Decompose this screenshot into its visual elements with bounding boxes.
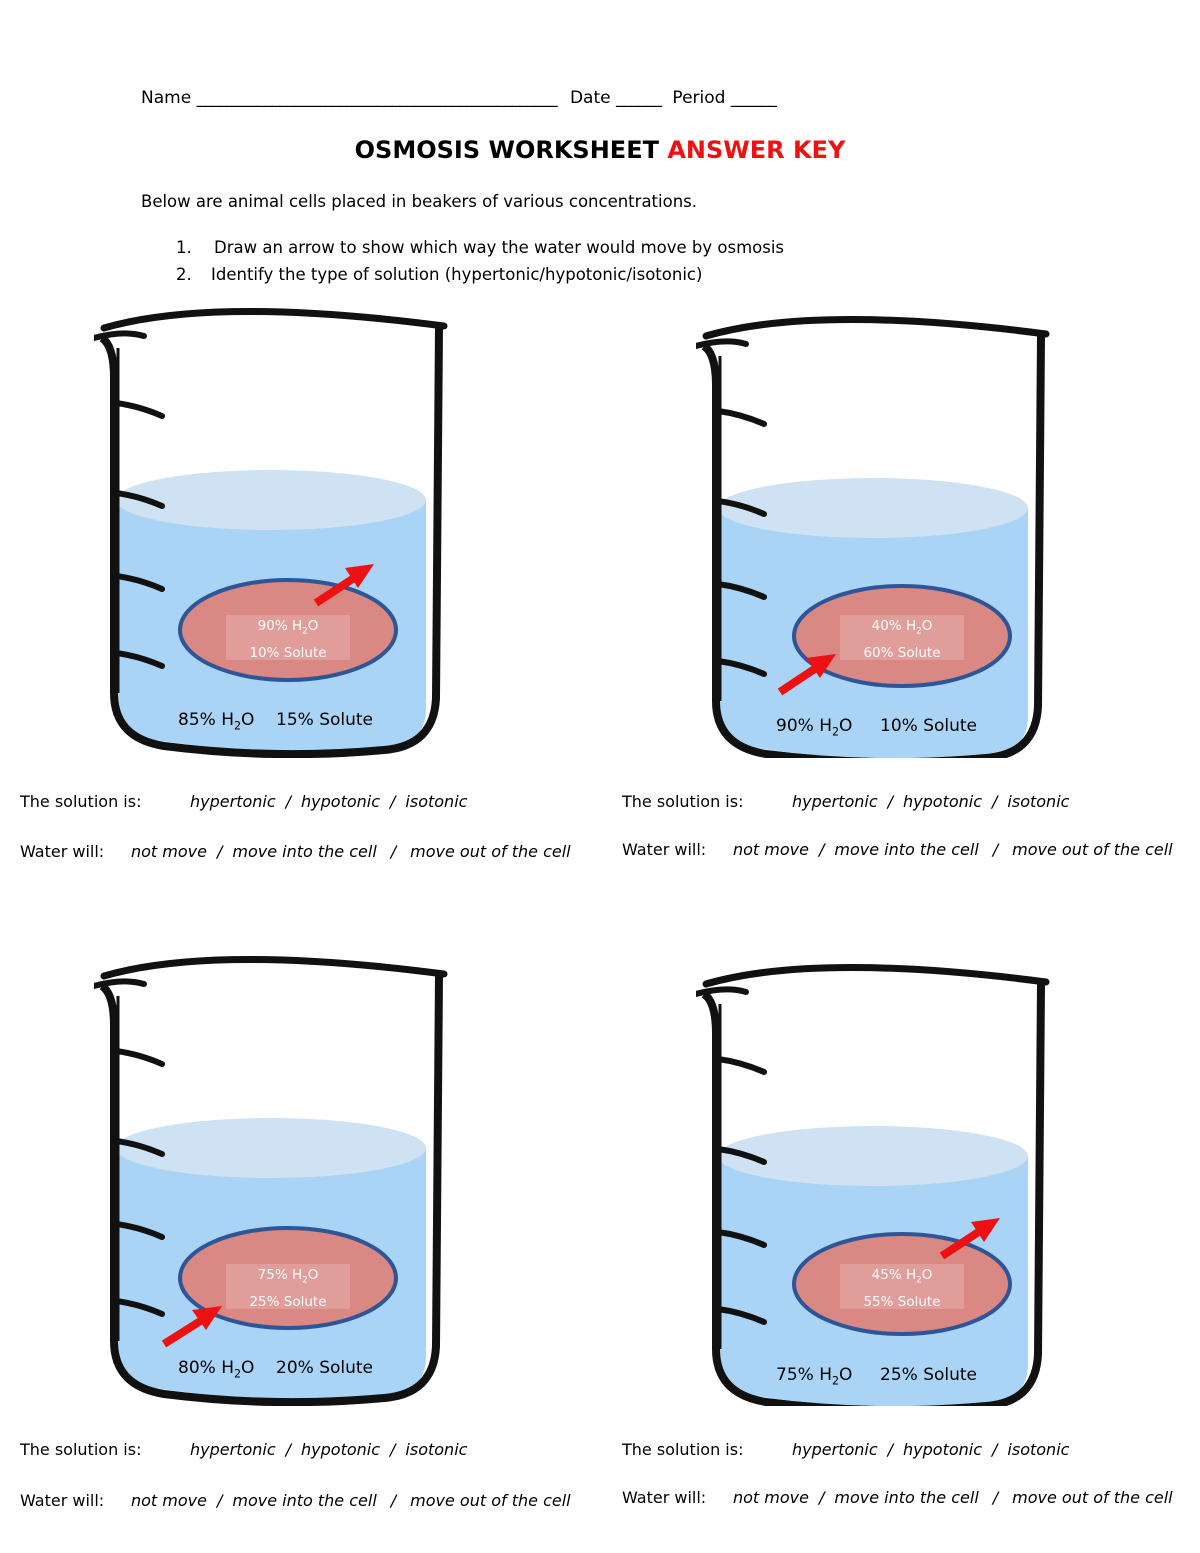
cell-shape — [792, 584, 1012, 688]
cell-concentration-label: 40% H2O 60% Solute — [840, 615, 964, 661]
option-not-move[interactable]: not move — [131, 842, 207, 861]
option-move-into[interactable]: move into the cell — [232, 1491, 377, 1510]
solution-label: The solution is: — [20, 792, 142, 811]
header-line: Name ___________________________________… — [141, 88, 777, 108]
water-label: Water will: — [622, 840, 707, 859]
option-hypertonic[interactable]: hypertonic — [792, 792, 878, 811]
arrow-icon — [777, 654, 836, 696]
water-question-3: Water will: not move/move into the cell/… — [20, 1491, 600, 1510]
beaker-1 — [94, 298, 474, 758]
water-options: not move/move into the cell/move out of … — [733, 840, 1173, 859]
solution-label: The solution is: — [622, 1440, 744, 1459]
option-not-move[interactable]: not move — [733, 1488, 809, 1507]
water-label: Water will: — [622, 1488, 707, 1507]
page-title: OSMOSIS WORKSHEET ANSWER KEY — [0, 136, 1200, 164]
option-not-move[interactable]: not move — [131, 1491, 207, 1510]
cell-shape — [792, 1232, 1012, 1336]
water-options: not move/move into the cell/move out of … — [131, 1491, 571, 1510]
cell-concentration-label: 75% H2O 25% Solute — [226, 1264, 350, 1310]
name-label: Name — [141, 88, 192, 108]
beaker-icon — [94, 298, 474, 758]
water-label: Water will: — [20, 842, 105, 861]
option-hypertonic[interactable]: hypertonic — [190, 1440, 276, 1459]
water-question-4: Water will: not move/move into the cell/… — [622, 1488, 1192, 1507]
solution-options: hypertonic/hypotonic/isotonic — [190, 792, 468, 811]
instruction-1: 1. Draw an arrow to show which way the wa… — [176, 238, 784, 257]
intro-text: Below are animal cells placed in beakers… — [141, 192, 697, 211]
title-answer-key: ANSWER KEY — [667, 136, 846, 164]
option-hypotonic[interactable]: hypotonic — [903, 1440, 983, 1459]
option-isotonic[interactable]: isotonic — [405, 1440, 468, 1459]
solution-question-1: The solution is: hypertonic/hypotonic/is… — [20, 792, 600, 811]
option-move-into[interactable]: move into the cell — [834, 840, 979, 859]
option-move-into[interactable]: move into the cell — [232, 842, 377, 861]
option-move-out[interactable]: move out of the cell — [1012, 1488, 1173, 1507]
beaker-4 — [686, 946, 1066, 1406]
option-isotonic[interactable]: isotonic — [1007, 1440, 1070, 1459]
title-main: OSMOSIS WORKSHEET — [354, 136, 659, 164]
cell-shape — [178, 1226, 398, 1330]
water-options: not move/move into the cell/move out of … — [733, 1488, 1173, 1507]
instruction-number: 1. — [176, 238, 192, 257]
option-move-out[interactable]: move out of the cell — [410, 842, 571, 861]
cell-shape — [178, 578, 398, 682]
solution-question-4: The solution is: hypertonic/hypotonic/is… — [622, 1440, 1192, 1459]
beaker-icon — [686, 946, 1066, 1406]
solution-options: hypertonic/hypotonic/isotonic — [190, 1440, 468, 1459]
solution-label: The solution is: — [20, 1440, 142, 1459]
instruction-text: Draw an arrow to show which way the wate… — [214, 238, 785, 257]
solution-options: hypertonic/hypotonic/isotonic — [792, 792, 1070, 811]
option-move-into[interactable]: move into the cell — [834, 1488, 979, 1507]
option-move-out[interactable]: move out of the cell — [1012, 840, 1173, 859]
beaker-3 — [94, 946, 474, 1406]
beaker-icon — [94, 946, 474, 1406]
option-hypotonic[interactable]: hypotonic — [301, 1440, 381, 1459]
option-hypertonic[interactable]: hypertonic — [190, 792, 276, 811]
instruction-2: 2. Identify the type of solution (hyperto… — [176, 265, 702, 284]
beaker-2 — [686, 298, 1066, 758]
date-blank[interactable]: ______ — [616, 88, 662, 108]
option-not-move[interactable]: not move — [733, 840, 809, 859]
arrow-icon — [161, 1306, 222, 1348]
solution-label: The solution is: — [622, 792, 744, 811]
option-move-out[interactable]: move out of the cell — [410, 1491, 571, 1510]
name-blank[interactable]: ________________________________________… — [196, 88, 558, 108]
option-hypertonic[interactable]: hypertonic — [792, 1440, 878, 1459]
option-hypotonic[interactable]: hypotonic — [903, 792, 983, 811]
cell-concentration-label: 90% H2O 10% Solute — [226, 615, 350, 661]
solution-question-3: The solution is: hypertonic/hypotonic/is… — [20, 1440, 600, 1459]
option-isotonic[interactable]: isotonic — [405, 792, 468, 811]
solution-question-2: The solution is: hypertonic/hypotonic/is… — [622, 792, 1192, 811]
instruction-number: 2. — [176, 265, 192, 284]
instruction-text: Identify the type of solution (hypertoni… — [211, 265, 703, 284]
solution-options: hypertonic/hypotonic/isotonic — [792, 1440, 1070, 1459]
option-hypotonic[interactable]: hypotonic — [301, 792, 381, 811]
arrow-icon — [939, 1218, 1000, 1260]
water-label: Water will: — [20, 1491, 105, 1510]
beaker-icon — [686, 298, 1066, 758]
water-question-1: Water will: not move/move into the cell/… — [20, 842, 600, 861]
period-label: Period — [672, 88, 726, 108]
water-question-2: Water will: not move/move into the cell/… — [622, 840, 1192, 859]
water-options: not move/move into the cell/move out of … — [131, 842, 571, 861]
period-blank[interactable]: ______ — [730, 88, 777, 108]
cell-concentration-label: 45% H2O 55% Solute — [840, 1264, 964, 1310]
arrow-icon — [313, 564, 374, 607]
option-isotonic[interactable]: isotonic — [1007, 792, 1070, 811]
date-label: Date — [569, 88, 611, 108]
